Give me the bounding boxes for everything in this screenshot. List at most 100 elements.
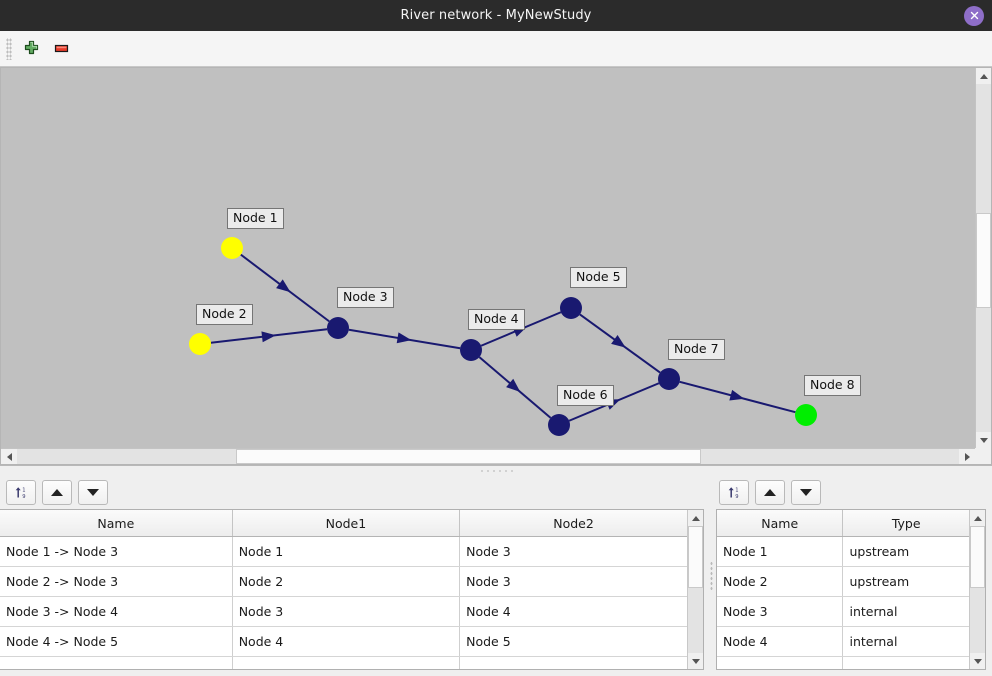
vertical-splitter-dots [710, 561, 713, 591]
table-cell[interactable]: Node 3 [459, 566, 687, 597]
graph-node[interactable] [548, 414, 570, 436]
edge-layer [210, 253, 796, 422]
move-branch-down-button[interactable] [78, 480, 108, 505]
close-icon[interactable] [964, 5, 984, 26]
table-cell[interactable]: Node 2 [232, 566, 461, 597]
table-cell[interactable]: Node 1 -> Node 3 [0, 536, 233, 567]
table-cell[interactable] [0, 656, 233, 669]
branches-scroll-up-button[interactable] [688, 510, 703, 526]
graph-node[interactable] [795, 404, 817, 426]
table-cell[interactable]: Node 1 [717, 536, 844, 567]
graph-scroll-down-button[interactable] [976, 432, 991, 448]
horizontal-splitter[interactable] [0, 465, 992, 476]
graph-node[interactable] [658, 368, 680, 390]
branches-vscroll-thumb[interactable] [688, 526, 703, 588]
table-cell[interactable] [459, 656, 687, 669]
table-cell[interactable]: upstream [842, 566, 969, 597]
table-cell[interactable] [232, 656, 461, 669]
table-cell[interactable]: Node 4 [459, 596, 687, 627]
column-header[interactable]: Node2 [459, 510, 687, 537]
nodes-scroll-down-button[interactable] [969, 653, 985, 669]
edge-arrowhead-icon [396, 332, 412, 344]
arrow-up-icon [51, 489, 63, 496]
remove-node-button[interactable] [46, 35, 76, 63]
table-cell[interactable]: Node 3 [459, 536, 687, 567]
graph-node[interactable] [327, 317, 349, 339]
edge-arrowhead-icon [729, 389, 745, 401]
table-cell[interactable]: Node 2 -> Node 3 [0, 566, 233, 597]
column-header[interactable]: Node1 [232, 510, 461, 537]
toolbar-grip[interactable] [6, 37, 12, 60]
sort-nodes-button[interactable]: 1 9 [719, 480, 749, 505]
graph-scroll-up-button[interactable] [976, 68, 991, 84]
table-cell[interactable]: Node 4 [232, 626, 461, 657]
arrow-left-icon [6, 453, 12, 461]
branches-vertical-scrollbar[interactable] [687, 510, 703, 669]
graph-node[interactable] [460, 339, 482, 361]
nodes-vscroll-thumb[interactable] [969, 526, 985, 588]
node-layer [189, 237, 817, 436]
graph-node[interactable] [221, 237, 243, 259]
branches-scroll-down-button[interactable] [688, 653, 703, 669]
column-header[interactable]: Name [0, 510, 233, 537]
arrow-down-icon [980, 437, 988, 443]
sort-branches-button[interactable]: 1 9 [6, 480, 36, 505]
graph-canvas[interactable] [1, 68, 992, 465]
move-node-up-button[interactable] [755, 480, 785, 505]
graph-scroll-left-button[interactable] [1, 449, 17, 464]
table-cell[interactable]: Node 4 [717, 626, 844, 657]
graph-horizontal-scrollbar[interactable] [1, 448, 975, 464]
green-plus-icon [24, 40, 38, 55]
column-header[interactable]: Type [842, 510, 969, 537]
graph-node[interactable] [560, 297, 582, 319]
table-cell[interactable]: Node 1 [232, 536, 461, 567]
move-node-down-button[interactable] [791, 480, 821, 505]
title-bar: River network - MyNewStudy [0, 0, 992, 31]
graph-vertical-scrollbar[interactable] [975, 68, 991, 448]
table-cell[interactable]: Node 3 [232, 596, 461, 627]
column-header[interactable]: Name [717, 510, 844, 537]
table-cell[interactable] [717, 656, 844, 669]
table-cell[interactable] [842, 656, 969, 669]
table-row[interactable] [0, 656, 687, 669]
graph-scroll-right-button[interactable] [959, 449, 975, 464]
table-cell[interactable]: Node 2 [717, 566, 844, 597]
add-node-button[interactable] [16, 35, 46, 63]
table-cell[interactable]: upstream [842, 536, 969, 567]
graph-hscroll-thumb[interactable] [236, 449, 701, 464]
table-cell[interactable]: internal [842, 626, 969, 657]
arrow-down-icon [692, 658, 700, 664]
arrow-down-icon [973, 658, 982, 664]
table-cell[interactable]: Node 5 [459, 626, 687, 657]
table-cell[interactable]: internal [842, 596, 969, 627]
move-branch-up-button[interactable] [42, 480, 72, 505]
arrow-right-icon [964, 453, 970, 461]
nodes-vertical-scrollbar[interactable] [968, 510, 985, 669]
graph-node[interactable] [189, 333, 211, 355]
nodes-scroll-up-button[interactable] [969, 510, 985, 526]
graph-node-label: Node 5 [570, 267, 627, 288]
vertical-splitter[interactable] [710, 476, 713, 676]
table-cell[interactable]: Node 3 [717, 596, 844, 627]
svg-text:1: 1 [735, 488, 738, 494]
table-cell[interactable]: Node 3 -> Node 4 [0, 596, 233, 627]
edge-arrowhead-icon [276, 279, 291, 293]
graph-vscroll-thumb[interactable] [976, 213, 991, 308]
arrow-down-icon [800, 489, 812, 496]
table-row[interactable] [717, 656, 969, 669]
table-cell[interactable]: Node 4 -> Node 5 [0, 626, 233, 657]
